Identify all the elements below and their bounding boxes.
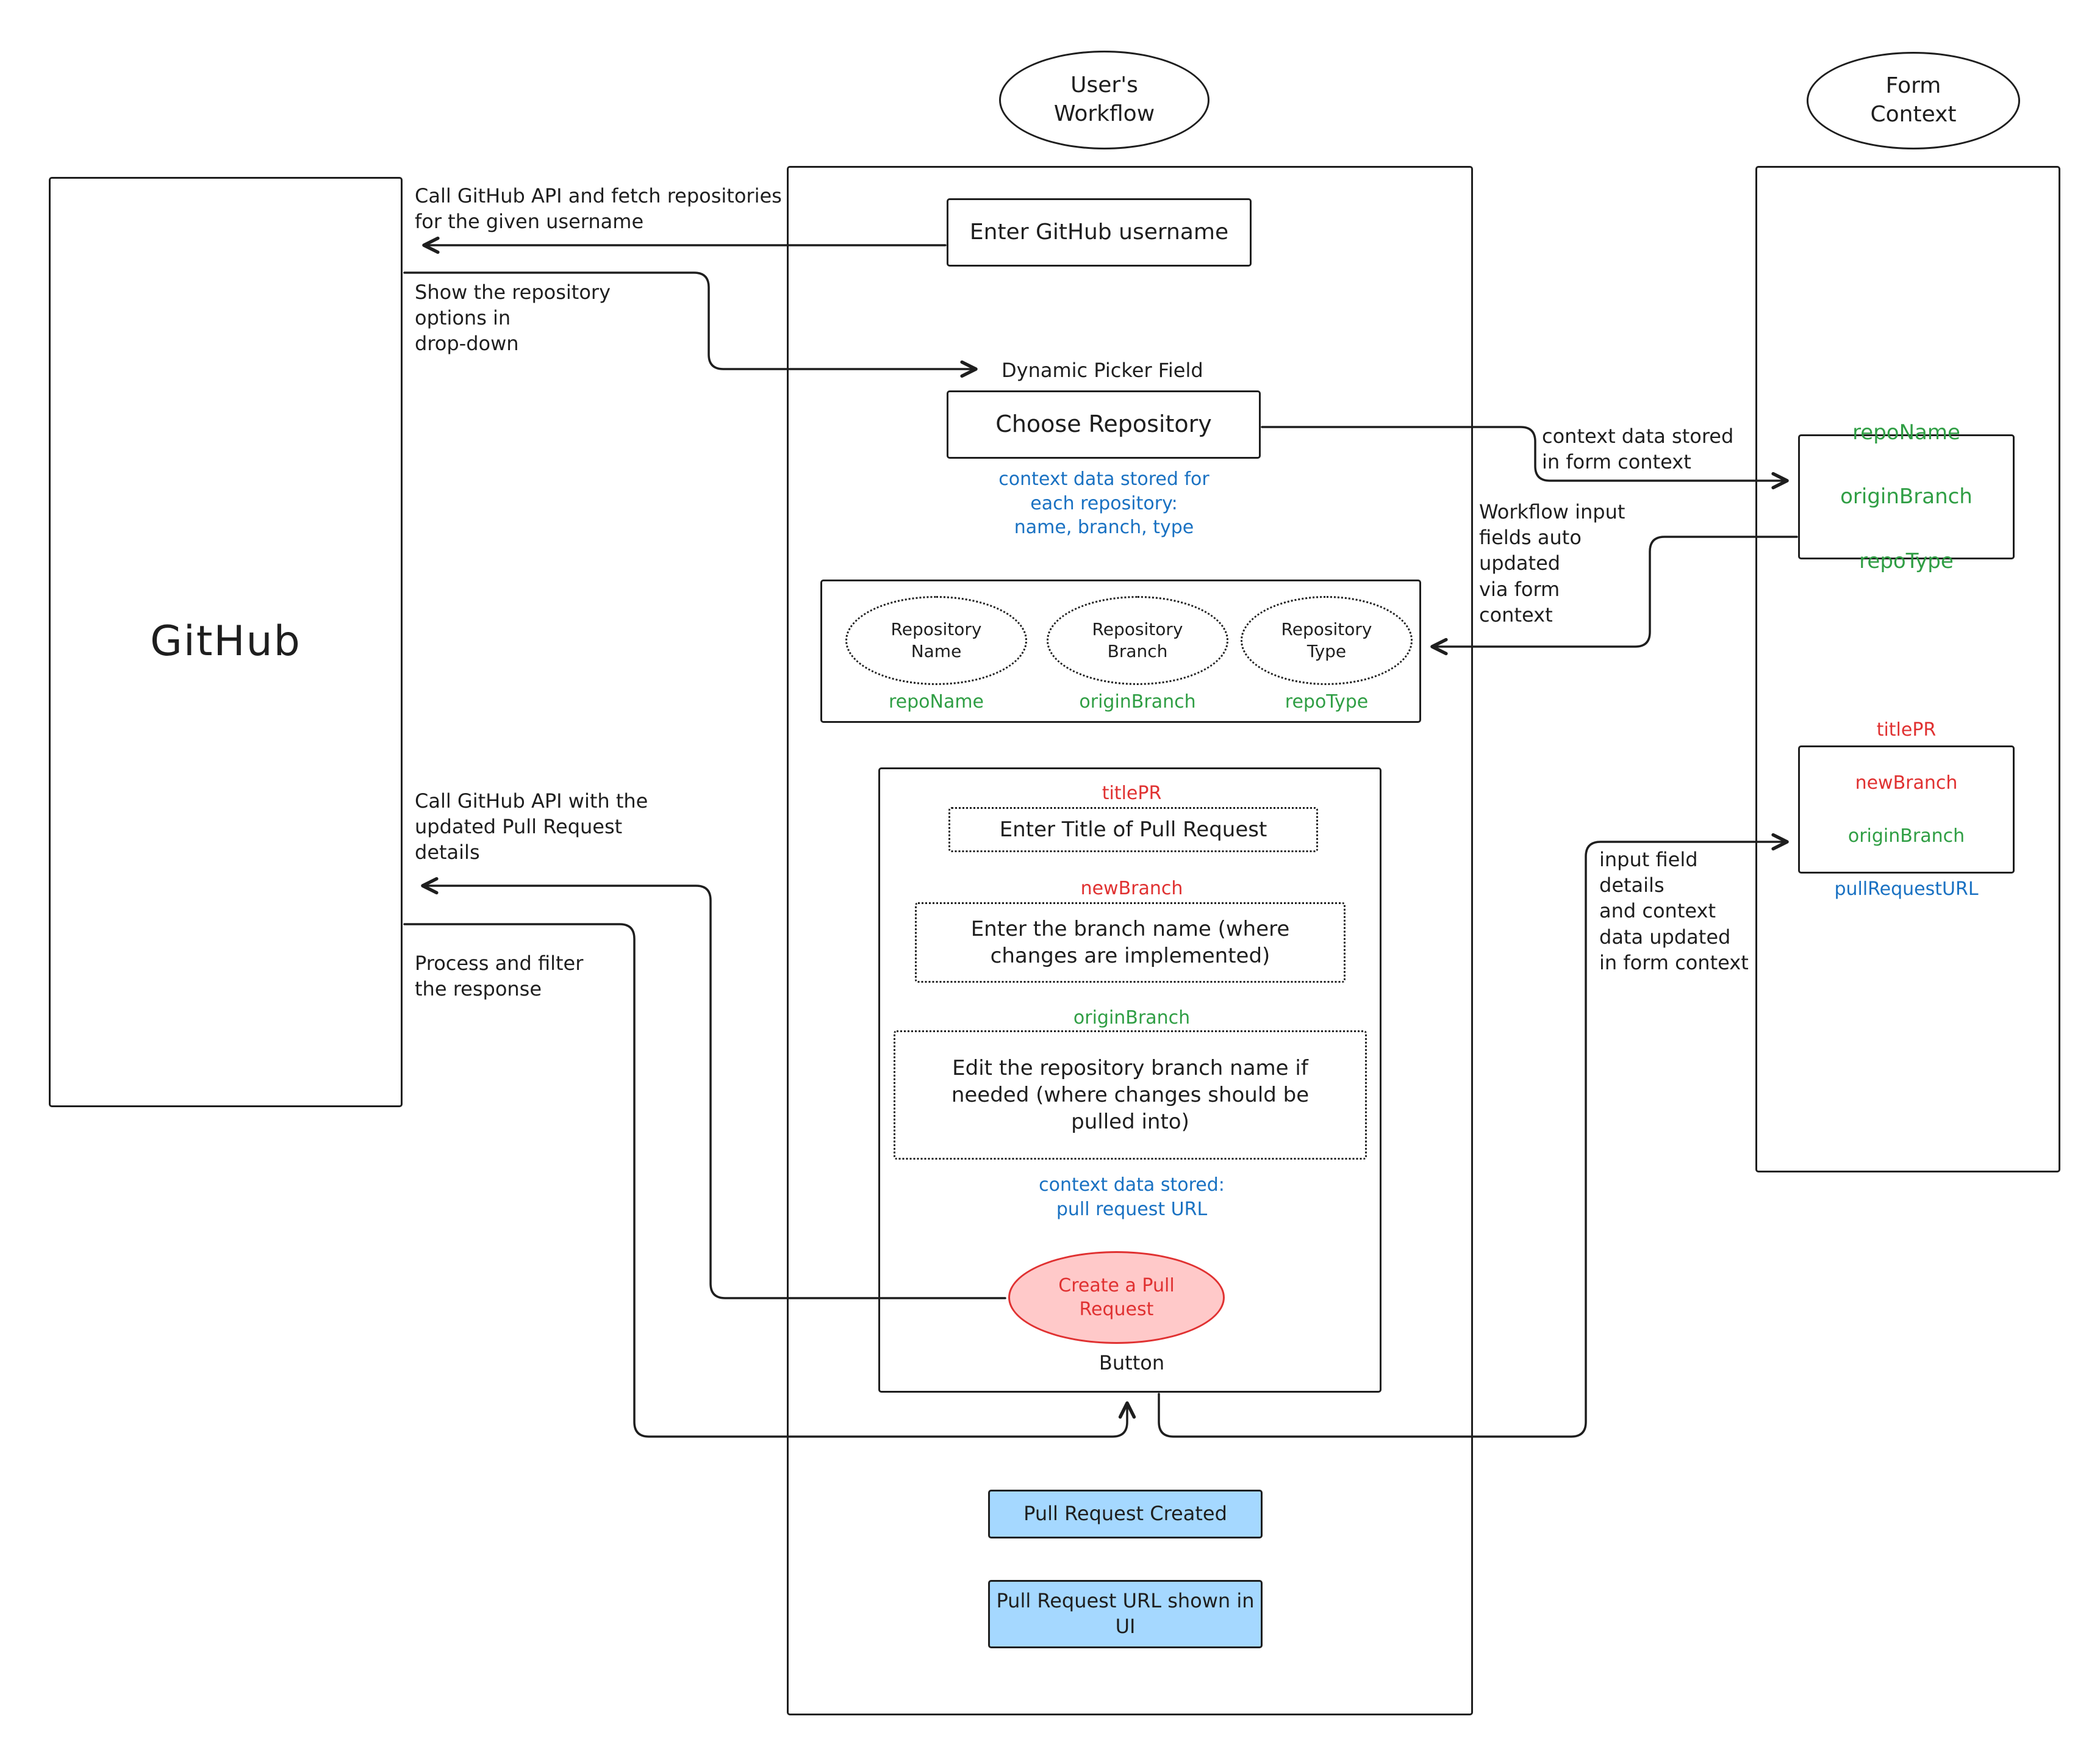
input-field-details-arrow-label: input field details and context data upd… — [1599, 848, 1749, 974]
ctx-origin-branch-key2: originBranch — [1847, 825, 1965, 847]
process-filter-arrow-label: Process and filter the response — [415, 952, 584, 1001]
new-branch-key: newBranch — [1080, 878, 1183, 899]
form-context-container — [1755, 166, 2060, 1172]
enter-username-label: Enter GitHub username — [969, 219, 1229, 245]
choose-repository-field: Choose Repository — [947, 390, 1261, 459]
repository-fields-group: Repository Name Repository Branch Reposi… — [820, 580, 1421, 723]
call-with-pr-arrow-label: Call GitHub API with the updated Pull Re… — [415, 789, 648, 864]
repository-type-label: Repository Type — [1281, 619, 1372, 661]
pr-context-note: context data stored: pull request URL — [1039, 1174, 1225, 1220]
pr-url-label: Pull Request URL shown in UI — [996, 1589, 1255, 1638]
pull-request-form-group: titlePR Enter Title of Pull Request newB… — [878, 767, 1381, 1393]
ctx-title-pr-key: titlePR — [1876, 719, 1937, 741]
ctx-pull-request-url-key: pullRequestURL — [1834, 878, 1979, 900]
repo-context-note: context data stored for each repository:… — [998, 468, 1209, 539]
users-workflow-label: User's Workflow — [1053, 73, 1155, 126]
create-pull-request-label: Create a Pull Request — [1058, 1275, 1175, 1320]
form-context-repo-keys-box: repoName originBranch repoType — [1798, 420, 2015, 573]
github-system-box: GitHub — [49, 177, 403, 1107]
pr-created-status-box: Pull Request Created — [988, 1490, 1263, 1538]
new-branch-input: Enter the branch name (where changes are… — [915, 902, 1346, 983]
dynamic-picker-label: Dynamic Picker Field — [1002, 359, 1203, 382]
workflow-inputs-updated-arrow-label: Workflow input fields auto updated via f… — [1479, 500, 1625, 626]
create-pull-request-button: Create a Pull Request — [1008, 1251, 1225, 1344]
repository-branch-field: Repository Branch — [1047, 596, 1228, 685]
pr-title-input: Enter Title of Pull Request — [948, 807, 1318, 852]
repository-name-label: Repository Name — [891, 619, 982, 661]
repository-name-field: Repository Name — [845, 596, 1027, 685]
github-label: GitHub — [150, 617, 301, 666]
title-pr-key: titlePR — [1102, 783, 1162, 804]
form-context-pr-keys-box: titlePR newBranch originBranch pullReque… — [1798, 719, 2015, 900]
form-context-lane-ellipse: Form Context — [1807, 52, 2020, 149]
enter-username-field: Enter GitHub username — [947, 198, 1252, 267]
pr-created-label: Pull Request Created — [1023, 1502, 1227, 1526]
origin-branch-context-key: originBranch — [1079, 691, 1196, 713]
show-options-arrow-label: Show the repository options in drop-down — [415, 281, 611, 356]
context-stored-arrow-label: context data stored in form context — [1542, 425, 1734, 474]
button-caption: Button — [1098, 1351, 1165, 1374]
ctx-repo-name-key: repoName — [1852, 420, 1960, 445]
origin-branch-key: originBranch — [1073, 1007, 1191, 1028]
origin-branch-input-label: Edit the repository branch name if neede… — [951, 1055, 1310, 1135]
new-branch-input-label: Enter the branch name (where changes are… — [970, 916, 1290, 968]
pr-url-status-box: Pull Request URL shown in UI — [988, 1580, 1263, 1648]
repository-branch-label: Repository Branch — [1092, 619, 1183, 661]
repo-name-context-key: repoName — [888, 691, 984, 713]
pr-title-input-label: Enter Title of Pull Request — [999, 817, 1267, 842]
users-workflow-lane-ellipse: User's Workflow — [999, 51, 1209, 149]
repository-type-field: Repository Type — [1241, 596, 1413, 685]
ctx-repo-type-key: repoType — [1859, 548, 1954, 573]
ctx-new-branch-key: newBranch — [1855, 772, 1958, 794]
choose-repository-label: Choose Repository — [995, 411, 1212, 438]
fetch-repos-arrow-label: Call GitHub API and fetch repositories f… — [415, 184, 782, 234]
ctx-origin-branch-key: originBranch — [1840, 484, 1973, 509]
form-context-label: Form Context — [1870, 73, 1957, 127]
origin-branch-input: Edit the repository branch name if neede… — [894, 1030, 1367, 1160]
repo-type-context-key: repoType — [1285, 691, 1369, 713]
